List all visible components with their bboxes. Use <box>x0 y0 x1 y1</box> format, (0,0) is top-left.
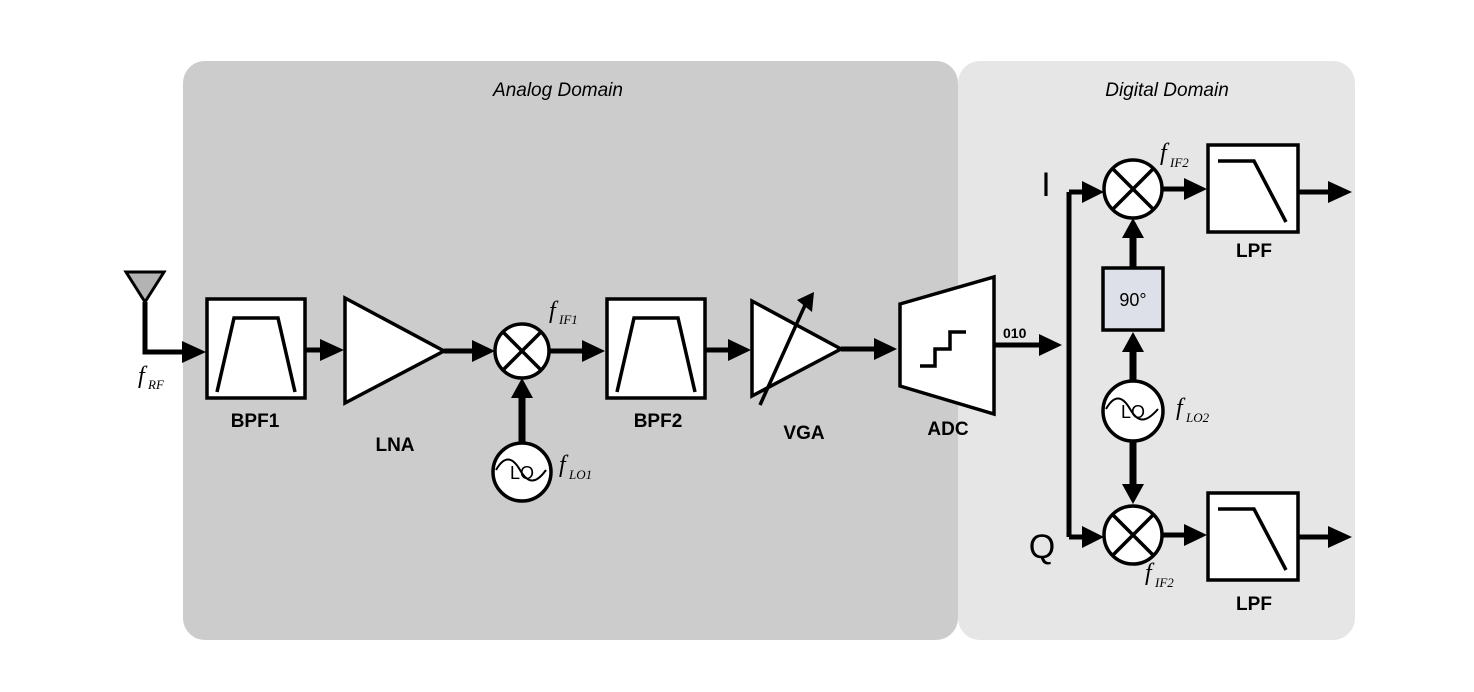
svg-text:LO2: LO2 <box>1185 410 1210 425</box>
svg-text:f: f <box>559 452 569 478</box>
lo2-label: LO <box>1121 402 1145 422</box>
f-lo1-label: f LO1 <box>559 452 592 482</box>
f-if2-bottom-label: f IF2 <box>1145 560 1174 590</box>
lpf-bottom-block <box>1206 491 1300 582</box>
vga-amplifier <box>750 292 845 406</box>
svg-text:f: f <box>549 298 559 324</box>
mixer-i <box>1102 158 1164 220</box>
lo1-label: LO <box>510 463 534 483</box>
svg-text:IF2: IF2 <box>1169 155 1189 170</box>
f-if2-top-label: f IF2 <box>1160 140 1189 170</box>
lpf-top-label: LPF <box>1236 241 1272 262</box>
adc-block <box>898 274 996 417</box>
phase-shifter-90 <box>1101 266 1165 332</box>
svg-text:IF1: IF1 <box>558 312 578 327</box>
mixer-1 <box>493 322 551 380</box>
adc-output-bits: 010 <box>1003 325 1027 341</box>
f-lo2-label: f LO2 <box>1176 395 1210 425</box>
f-if1-label: f IF1 <box>549 298 578 327</box>
svg-text:f: f <box>1160 140 1170 166</box>
svg-text:f: f <box>1176 395 1186 421</box>
lpf-top-block <box>1206 143 1300 234</box>
digital-domain-label: Digital Domain <box>1105 80 1229 101</box>
lna-label: LNA <box>375 435 414 456</box>
svg-text:f: f <box>138 363 148 389</box>
phase-shifter-label: 90° <box>1119 290 1146 310</box>
lo1-oscillator <box>491 441 553 503</box>
svg-text:RF: RF <box>147 377 165 392</box>
q-branch-label: Q <box>1029 528 1055 566</box>
lpf-bottom-label: LPF <box>1236 594 1272 615</box>
analog-domain-label: Analog Domain <box>492 80 623 101</box>
lna-amplifier <box>343 295 448 406</box>
f-rf-label: f RF <box>138 363 165 392</box>
i-branch-label: I <box>1041 166 1050 204</box>
lo2-oscillator <box>1101 379 1165 443</box>
svg-text:LO1: LO1 <box>568 467 592 482</box>
bpf1-block <box>205 297 307 400</box>
svg-text:IF2: IF2 <box>1154 575 1174 590</box>
adc-label: ADC <box>927 419 968 440</box>
bpf2-label: BPF2 <box>634 411 683 432</box>
bpf1-label: BPF1 <box>231 411 280 432</box>
antenna-icon <box>123 270 206 363</box>
bpf2-block <box>605 297 707 400</box>
mixer-q <box>1102 504 1164 566</box>
vga-label: VGA <box>783 423 824 444</box>
svg-text:f: f <box>1145 560 1155 586</box>
